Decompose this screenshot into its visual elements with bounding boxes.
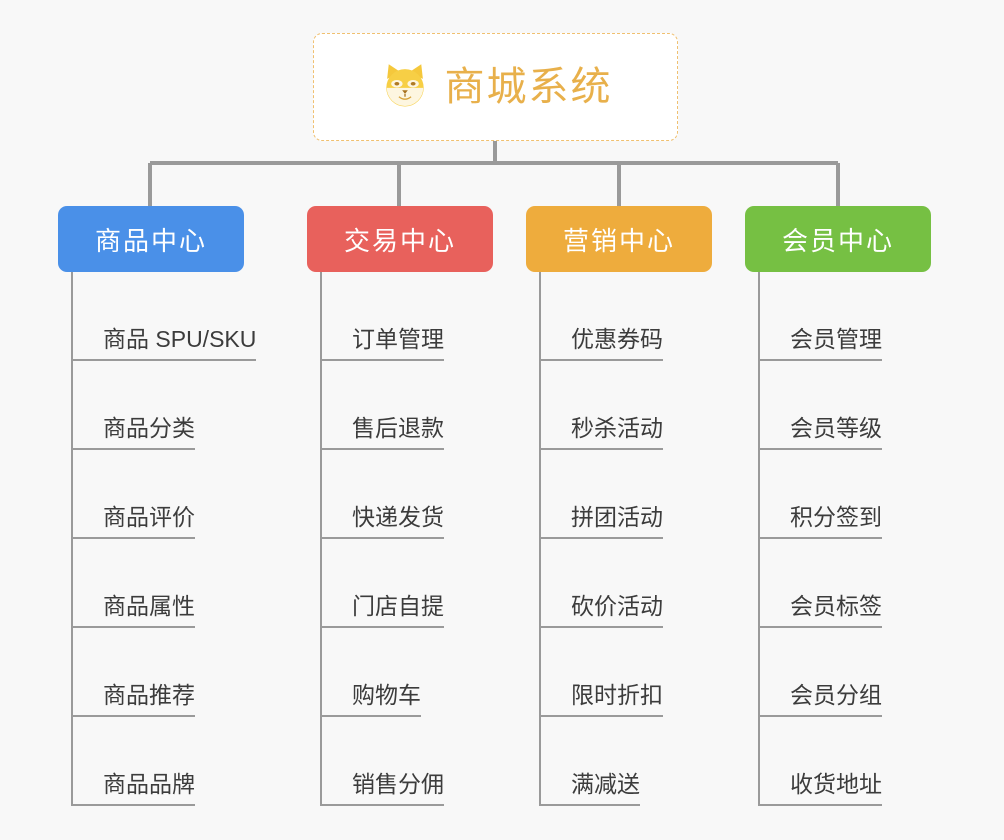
leaf-item[interactable]: 销售分佣 xyxy=(322,717,493,806)
branch-header-product-center[interactable]: 商品中心 xyxy=(58,206,244,272)
leaf-item[interactable]: 售后退款 xyxy=(322,361,493,450)
leaf-list-product-center: 商品 SPU/SKU 商品分类 商品评价 商品属性 商品推荐 商品品牌 xyxy=(71,272,257,806)
leaf-item[interactable]: 秒杀活动 xyxy=(541,361,712,450)
leaf-item[interactable]: 商品属性 xyxy=(73,539,244,628)
leaf-item[interactable]: 门店自提 xyxy=(322,539,493,628)
leaf-item[interactable]: 会员管理 xyxy=(760,272,931,361)
leaf-item[interactable]: 商品分类 xyxy=(73,361,244,450)
leaf-label: 满减送 xyxy=(541,771,640,806)
leaf-label: 订单管理 xyxy=(322,326,444,361)
leaf-label: 门店自提 xyxy=(322,593,444,628)
branch-header-marketing-center[interactable]: 营销中心 xyxy=(526,206,712,272)
leaf-list-member-center: 会员管理 会员等级 积分签到 会员标签 会员分组 收货地址 xyxy=(758,272,931,806)
leaf-item[interactable]: 订单管理 xyxy=(322,272,493,361)
branch-header-member-center[interactable]: 会员中心 xyxy=(745,206,931,272)
leaf-label: 秒杀活动 xyxy=(541,415,663,450)
leaf-label: 收货地址 xyxy=(760,771,882,806)
leaf-item[interactable]: 积分签到 xyxy=(760,450,931,539)
leaf-label: 会员管理 xyxy=(760,326,882,361)
leaf-label: 商品分类 xyxy=(73,415,195,450)
leaf-item[interactable]: 会员标签 xyxy=(760,539,931,628)
leaf-item[interactable]: 拼团活动 xyxy=(541,450,712,539)
leaf-label: 商品评价 xyxy=(73,504,195,539)
leaf-label: 快递发货 xyxy=(322,504,444,539)
leaf-label: 会员等级 xyxy=(760,415,882,450)
leaf-item[interactable]: 优惠券码 xyxy=(541,272,712,361)
leaf-item[interactable]: 会员等级 xyxy=(760,361,931,450)
branch-marketing-center: 营销中心 优惠券码 秒杀活动 拼团活动 砍价活动 限时折扣 满减送 xyxy=(526,206,712,806)
leaf-label: 购物车 xyxy=(322,682,421,717)
leaf-label: 商品品牌 xyxy=(73,771,195,806)
leaf-item[interactable]: 商品 SPU/SKU xyxy=(73,272,257,361)
root-node: 商城系统 xyxy=(313,33,678,141)
leaf-item[interactable]: 限时折扣 xyxy=(541,628,712,717)
leaf-label: 售后退款 xyxy=(322,415,444,450)
leaf-label: 优惠券码 xyxy=(541,326,663,361)
branch-member-center: 会员中心 会员管理 会员等级 积分签到 会员标签 会员分组 收货地址 xyxy=(745,206,931,806)
leaf-item[interactable]: 满减送 xyxy=(541,717,712,806)
leaf-label: 砍价活动 xyxy=(541,593,663,628)
leaf-label: 商品推荐 xyxy=(73,682,195,717)
leaf-label: 商品属性 xyxy=(73,593,195,628)
leaf-item[interactable]: 商品推荐 xyxy=(73,628,244,717)
leaf-label: 会员标签 xyxy=(760,593,882,628)
leaf-label: 限时折扣 xyxy=(541,682,663,717)
leaf-label: 积分签到 xyxy=(760,504,882,539)
leaf-list-marketing-center: 优惠券码 秒杀活动 拼团活动 砍价活动 限时折扣 满减送 xyxy=(539,272,712,806)
leaf-list-trade-center: 订单管理 售后退款 快递发货 门店自提 购物车 销售分佣 xyxy=(320,272,493,806)
leaf-item[interactable]: 收货地址 xyxy=(760,717,931,806)
branch-trade-center: 交易中心 订单管理 售后退款 快递发货 门店自提 购物车 销售分佣 xyxy=(307,206,493,806)
leaf-item[interactable]: 快递发货 xyxy=(322,450,493,539)
leaf-item[interactable]: 购物车 xyxy=(322,628,493,717)
leaf-label: 会员分组 xyxy=(760,682,882,717)
leaf-label: 商品 SPU/SKU xyxy=(73,326,257,361)
leaf-item[interactable]: 商品品牌 xyxy=(73,717,244,806)
leaf-item[interactable]: 会员分组 xyxy=(760,628,931,717)
leaf-item[interactable]: 商品评价 xyxy=(73,450,244,539)
leaf-label: 拼团活动 xyxy=(541,504,663,539)
branch-product-center: 商品中心 商品 SPU/SKU 商品分类 商品评价 商品属性 商品推荐 商品品牌 xyxy=(58,206,257,806)
dog-face-icon xyxy=(385,64,424,107)
root-title: 商城系统 xyxy=(444,65,613,109)
leaf-label: 销售分佣 xyxy=(322,771,444,806)
leaf-item[interactable]: 砍价活动 xyxy=(541,539,712,628)
branch-header-trade-center[interactable]: 交易中心 xyxy=(307,206,493,272)
